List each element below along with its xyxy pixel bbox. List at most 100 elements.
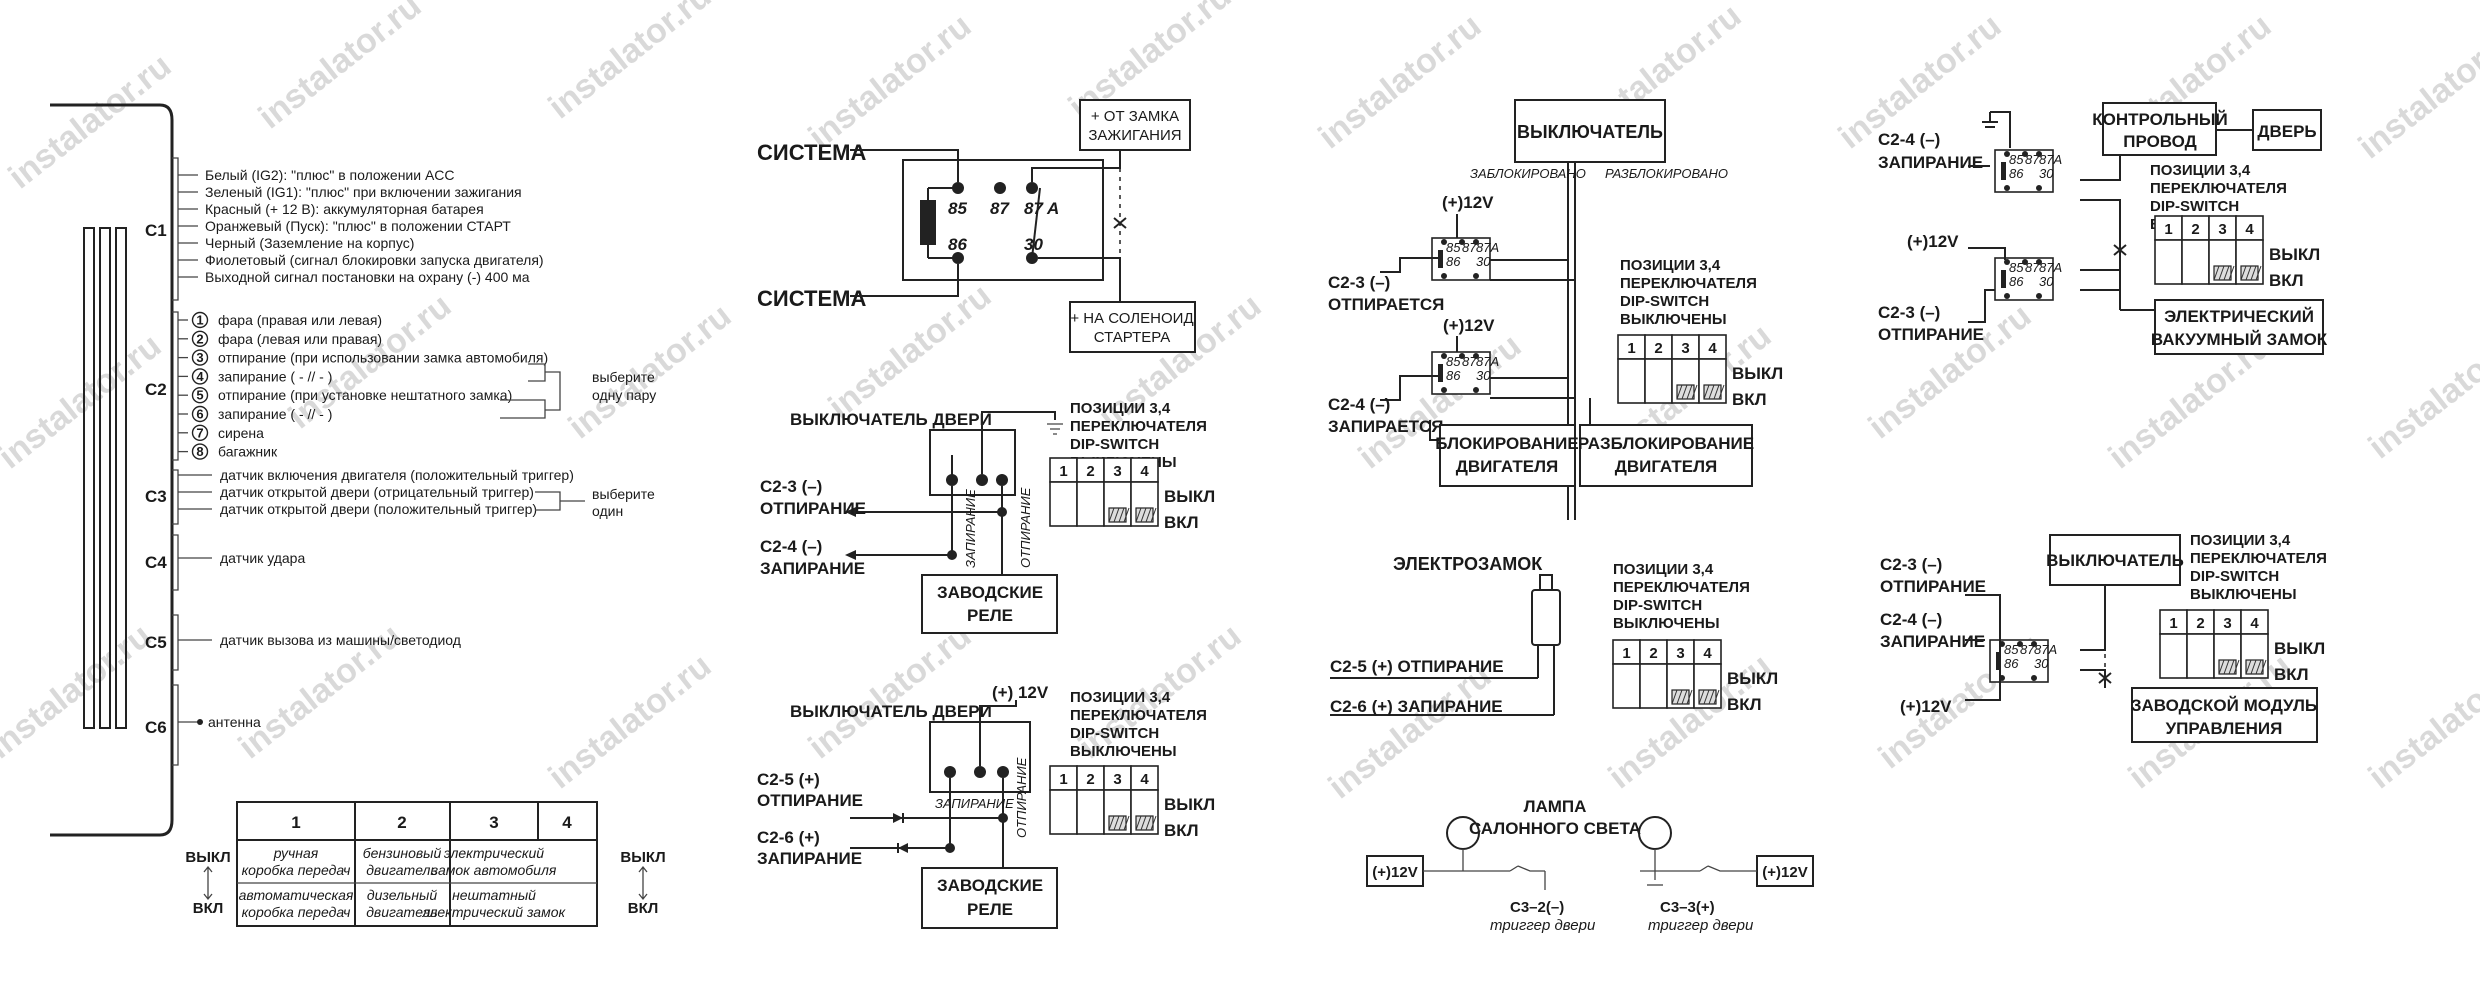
c1-wire-label: Фиолетовый (сигнал блокировки запуска дв… <box>205 252 544 268</box>
fm-c24: C2-4 (–) <box>1880 610 1942 629</box>
ignition-box <box>1079 99 1191 151</box>
door-label: ДВЕРЬ <box>2257 122 2316 141</box>
unit-slot <box>115 227 127 729</box>
unblock-engine-box <box>1579 424 1753 487</box>
switch-title: ВЫКЛЮЧАТЕЛЬ <box>1517 122 1663 142</box>
connector-label-c1: C1 <box>145 221 167 240</box>
relay-pin: 30 <box>2039 274 2054 289</box>
c23-label-3: C2-3 (–) <box>1328 273 1390 292</box>
dip-caption-line: ВЫКЛЮЧЕНЫ <box>1613 615 1720 632</box>
lamp-title-1: ЛАМПА <box>1524 797 1587 816</box>
pin-number-circle <box>191 349 209 366</box>
c5-wire-label: датчик вызова из машины/светодиод <box>220 632 461 648</box>
pin-number-circle <box>191 443 209 460</box>
dip-switch-indicator-4: ПОЗИЦИИ 3,4ПЕРЕКЛЮЧАТЕЛЯDIP-SWITCHВЫКЛЮЧ… <box>1612 561 1778 714</box>
relay-pin: 85 <box>1446 240 1461 255</box>
fm-c23: C2-3 (–) <box>1880 555 1942 574</box>
pin-number: 1 <box>196 313 203 328</box>
pin-number: 6 <box>196 407 203 422</box>
dip-vykl-label: ВЫКЛ <box>2269 245 2320 264</box>
dip-caption-line: ПЕРЕКЛЮЧАТЕЛЯ <box>1070 418 1207 435</box>
c3-wire-label: датчик открытой двери (отрицательный три… <box>220 484 534 500</box>
factory-module-box <box>2131 687 2318 743</box>
dip-switch-indicator-5: ПОЗИЦИИ 3,4ПЕРЕКЛЮЧАТЕЛЯDIP-SWITCHВЫКЛЮЧ… <box>2150 162 2320 290</box>
lamp-right-icon <box>1638 816 1672 850</box>
pin-86: 86 <box>948 235 967 254</box>
control-wire-line-1: КОНТРОЛЬНЫЙ <box>2092 110 2227 129</box>
dip-switch-number: 4 <box>2245 221 2254 238</box>
relay-pin: 87 <box>1462 354 1477 369</box>
elock-c25: C2-5 (+) ОТПИРАНИЕ <box>1330 657 1504 676</box>
unblock-engine-line-2: ДВИГАТЕЛЯ <box>1615 457 1717 476</box>
c1-wire-label: Оранжевый (Пуск): "плюс" в положении СТА… <box>205 218 511 234</box>
c1-wire-label: Выходной сигнал постановки на охрану (-)… <box>205 269 530 285</box>
dip-vykl-label: ВЫКЛ <box>2274 639 2325 658</box>
dip-caption-line: DIP-SWITCH <box>2190 568 2279 585</box>
dip-switch-number: 4 <box>1140 463 1149 480</box>
unit-slot <box>83 227 95 729</box>
dip-caption-line: DIP-SWITCH <box>1070 725 1159 742</box>
door-switch-label: ВЫКЛЮЧАТЕЛЬ ДВЕРИ <box>790 410 992 429</box>
relay-pin: 30 <box>2034 656 2049 671</box>
c23-action: ОТПИРАНИЕ <box>760 499 866 518</box>
factory-relay-line-1: ЗАВОДСКИЕ <box>937 583 1043 602</box>
c2-wire-label: фара (левая или правая) <box>218 331 382 347</box>
dip-vkl-label: ВКЛ <box>2274 665 2309 684</box>
dip-on-cell: двигатель <box>366 904 438 920</box>
door-switch-negative-diagram: ВЫКЛЮЧАТЕЛЬ ДВЕРИ C2-3 (–) ОТПИРАНИЕ C2-… <box>760 400 1215 634</box>
watermark-text: instalator.ru <box>542 0 719 126</box>
factory-relay-2-line-2: РЕЛЕ <box>967 900 1013 919</box>
relay-pin: 30 <box>1476 368 1491 383</box>
pin-number: 3 <box>196 350 203 365</box>
c2-wire-label: сирена <box>218 425 264 441</box>
switch-block-diagram: ВЫКЛЮЧАТЕЛЬ ЗАБЛОКИРОВАНО РАЗБЛОКИРОВАНО… <box>1328 99 1783 520</box>
dip-caption-line: ВЫКЛЮЧЕНЫ <box>2190 586 2297 603</box>
pin-number: 4 <box>196 369 204 384</box>
dip-caption-line: DIP-SWITCH <box>1070 436 1159 453</box>
c25-action: ОТПИРАНИЕ <box>757 791 863 810</box>
solenoid-line-2: СТАРТЕРА <box>1094 329 1171 346</box>
factory-relay-line-2: РЕЛЕ <box>967 606 1013 625</box>
lamp-c32: C3–2(–) <box>1510 899 1564 916</box>
vacuum-lock-diagram: КОНТРОЛЬНЫЙ ПРОВОД ДВЕРЬ C2-4 (–) ЗАПИРА… <box>1878 102 2328 355</box>
c24-action: ЗАПИРАНИЕ <box>760 559 865 578</box>
relay-coil <box>920 200 936 245</box>
dip-caption-line: ВЫКЛЮЧЕНЫ <box>1070 743 1177 760</box>
dip-off-label-right: ВЫКЛ <box>620 849 665 866</box>
fm-switch-title: ВЫКЛЮЧАТЕЛЬ <box>2046 551 2184 570</box>
dip-caption-line: ВЫКЛЮЧЕНЫ <box>1620 311 1727 328</box>
dip-off-cell: коробка передач <box>242 862 351 878</box>
block-engine-line-2: ДВИГАТЕЛЯ <box>1456 457 1558 476</box>
c25-label: C2-5 (+) <box>757 770 820 789</box>
lamp-c33: C3–3(+) <box>1660 899 1715 916</box>
dip-on-label-left: ВКЛ <box>193 900 224 917</box>
block-engine-line-1: БЛОКИРОВАНИЕ <box>1435 434 1578 453</box>
dip-vkl-label: ВКЛ <box>1727 695 1762 714</box>
c1-wire-label: Красный (+ 12 В): аккумуляторная батарея <box>205 201 484 217</box>
c3-wire-list: датчик включения двигателя (положительны… <box>178 467 574 517</box>
relay-pin: 87 <box>2020 642 2035 657</box>
relay-pin: 87A <box>2034 642 2057 657</box>
connector-label-c5: C5 <box>145 633 167 652</box>
elock-c26: C2-6 (+) ЗАПИРАНИЕ <box>1330 697 1503 716</box>
watermark-text: instalator.ru <box>542 647 719 797</box>
lamp-right-supply <box>1756 855 1814 887</box>
dip-on-cell: автоматическая <box>239 887 354 903</box>
electro-lock-diagram: ЭЛЕКТРОЗАМОК C2-5 (+) ОТПИРАНИЕ C2-6 (+)… <box>1330 554 1778 716</box>
watermark-text: instalator.ru <box>802 7 979 157</box>
dip-caption-line: ПЕРЕКЛЮЧАТЕЛЯ <box>1070 707 1207 724</box>
vac-plus12: (+)12V <box>1907 232 1959 251</box>
plus12-label-b: (+)12V <box>1443 316 1495 335</box>
dip-caption-line: ПЕРЕКЛЮЧАТЕЛЯ <box>2190 550 2327 567</box>
relay-pin: 87 <box>1462 240 1477 255</box>
c3-choice-line-2: один <box>592 503 623 519</box>
dip-switch-indicator-6: ПОЗИЦИИ 3,4ПЕРЕКЛЮЧАТЕЛЯDIP-SWITCHВЫКЛЮЧ… <box>2159 532 2327 684</box>
pin-number: 2 <box>196 331 203 346</box>
c24-label-3: C2-4 (–) <box>1328 395 1390 414</box>
connector-label-c4: C4 <box>145 553 167 572</box>
relay-pin: 30 <box>1476 254 1491 269</box>
relay-pin: 86 <box>1446 368 1461 383</box>
control-wire-line-2: ПРОВОД <box>2123 132 2197 151</box>
